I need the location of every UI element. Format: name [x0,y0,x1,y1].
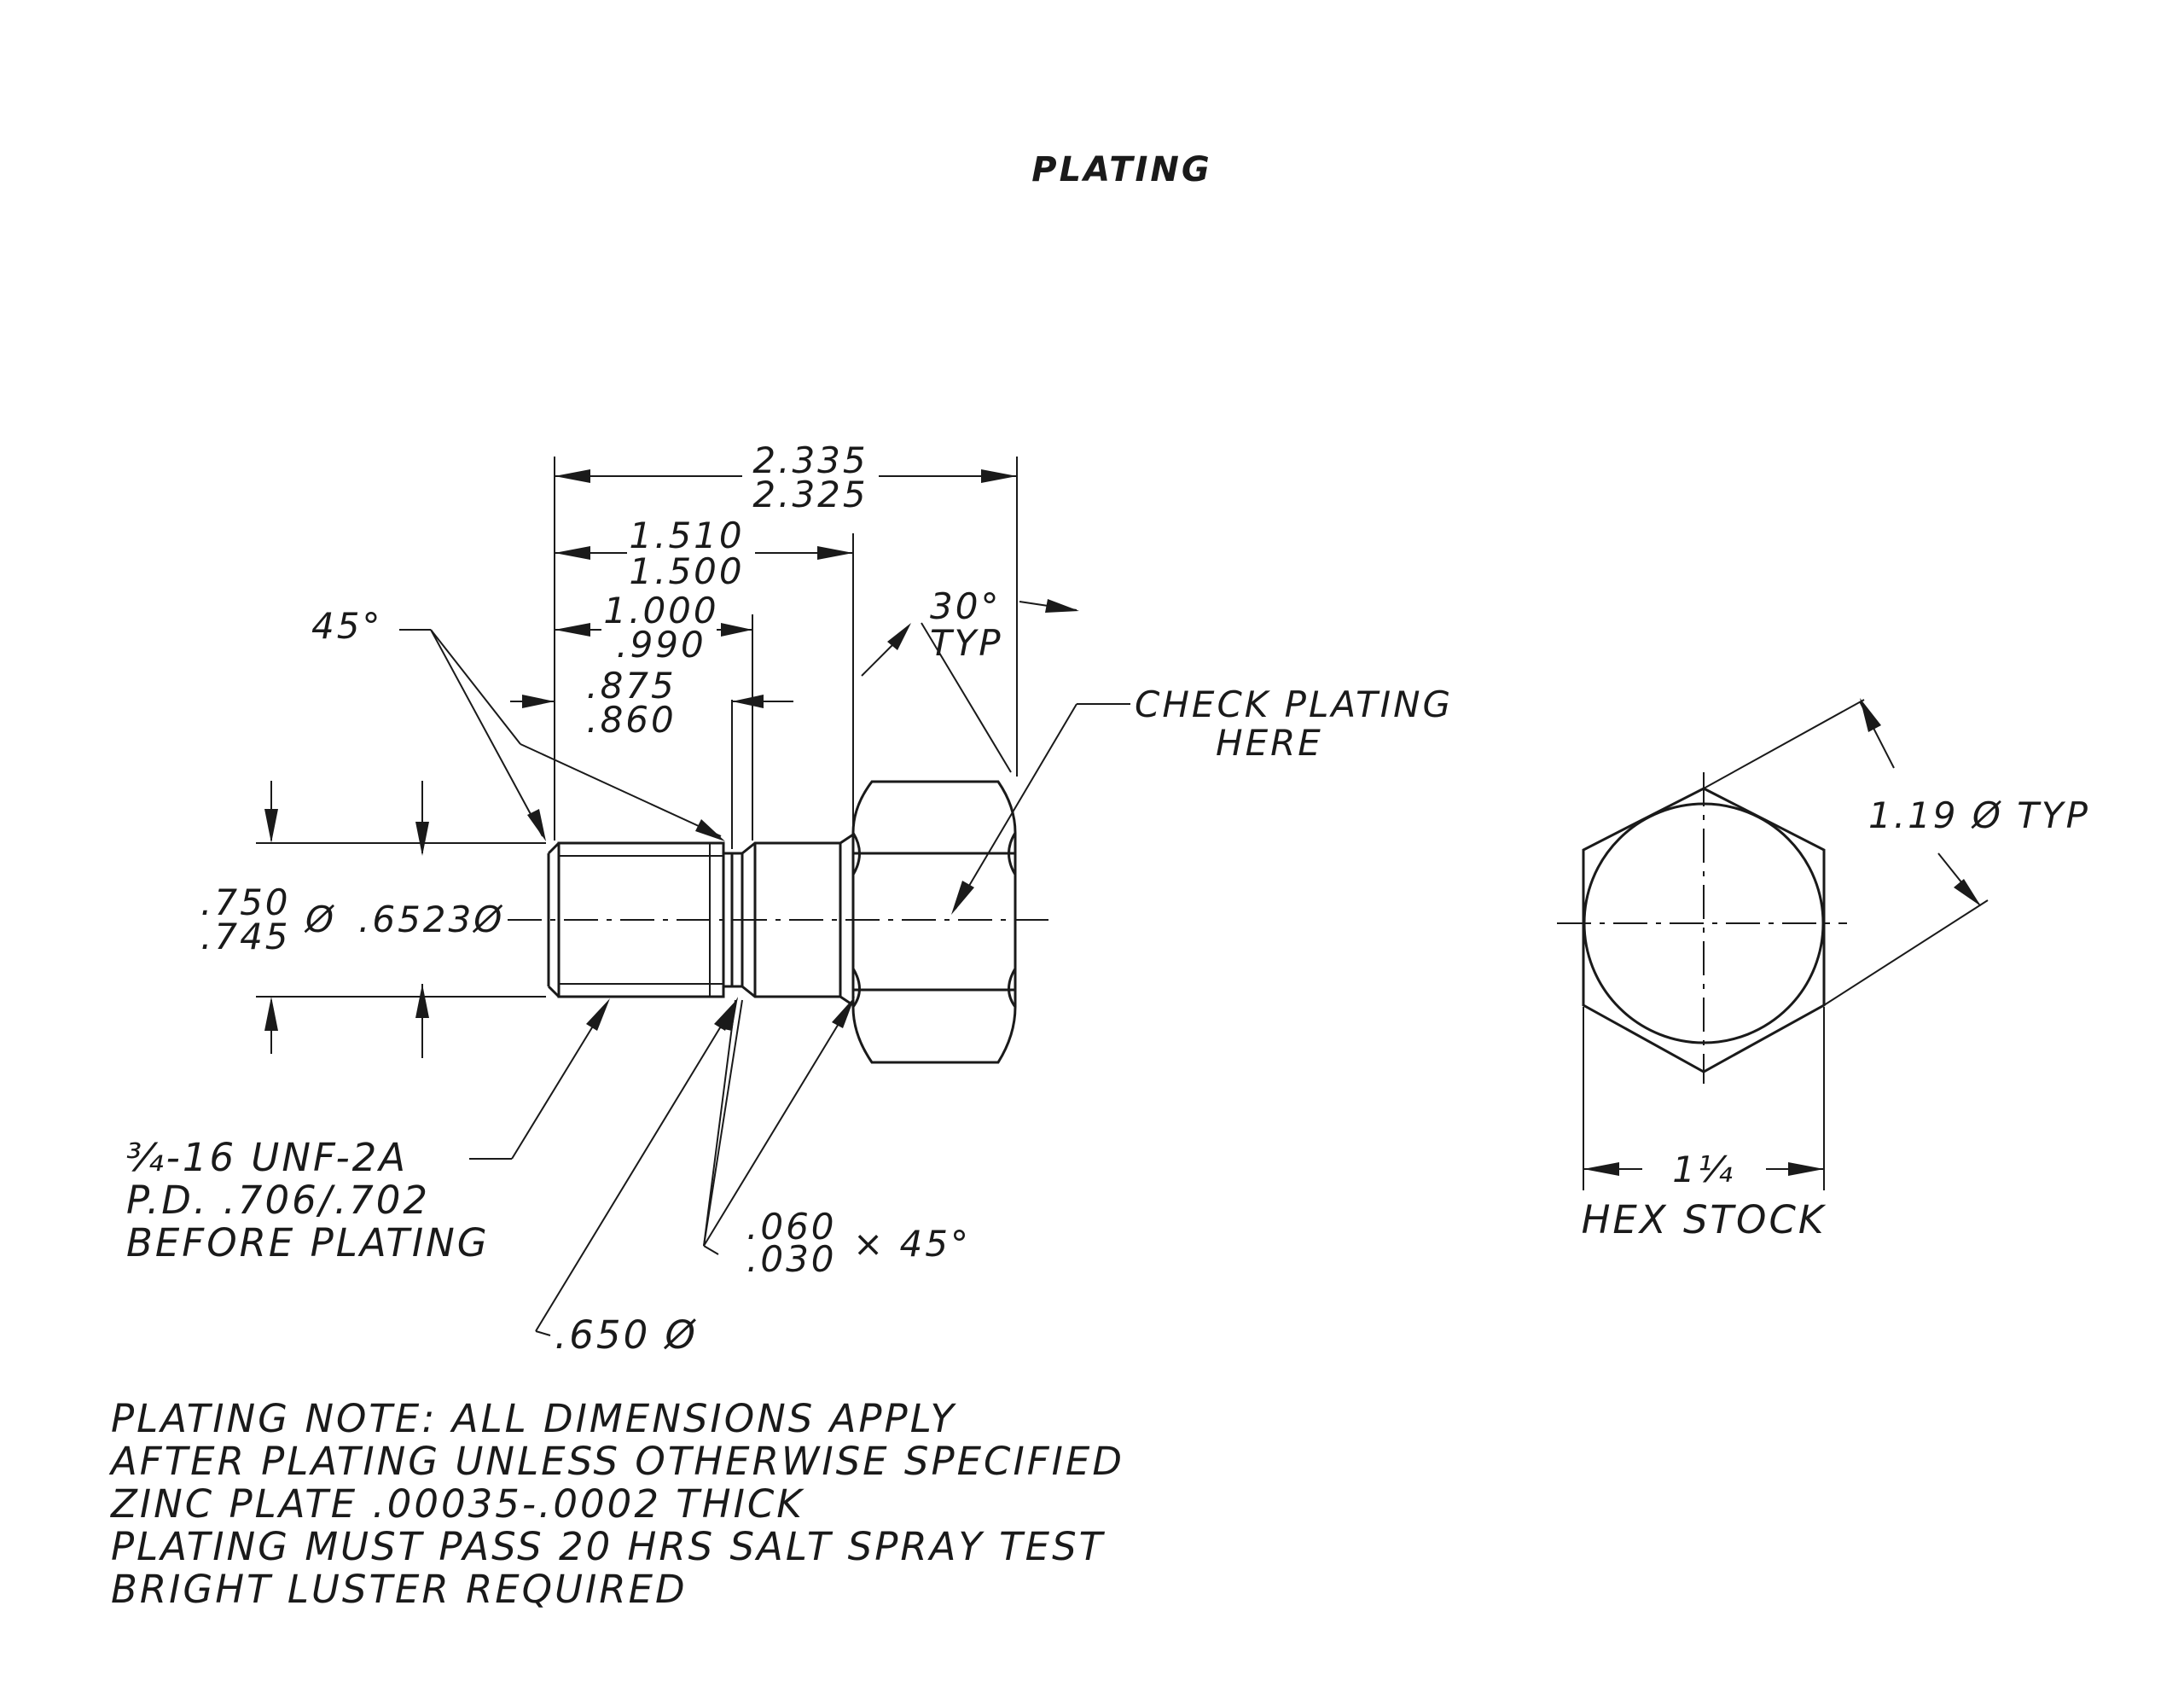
thread-length-max: 1.000 [603,590,718,631]
thread-spec-line1: ¾-16 UNF-2A [126,1135,408,1180]
bolt-side-view: 2.335 2.325 1.510 1.500 1.000 .990 [126,439,1453,1358]
shoulder-length-max: 1.510 [629,515,744,556]
thread-spec-line2: P.D. .706/.702 [126,1178,430,1223]
shoulder-chamfer-angle: × 45° [853,1223,971,1265]
check-plating-line1: CHECK PLATING [1135,684,1453,725]
overall-length-dim: 2.335 2.325 [555,439,1017,515]
plating-note-line3: ZINC PLATE .00035-.0002 THICK [110,1481,804,1527]
across-corners-value: 1.19 Ø TYP [1868,794,2090,836]
hex-stock-label: HEX STOCK [1582,1197,1827,1242]
undercut-diameter-value: .650 Ø [555,1312,698,1358]
thread-spec-callout: ¾-16 UNF-2A P.D. .706/.702 BEFORE PLATIN… [126,998,610,1265]
hex-chamfer-typ: TYP [930,622,1003,664]
chamfer-45-leader: 45° [311,605,725,841]
thread-section [547,841,725,998]
undercut-diameter-callout: .650 Ø [535,998,738,1358]
plating-note: PLATING NOTE: ALL DIMENSIONS APPLY AFTER… [108,1396,1124,1612]
major-diameter-min: .745 [200,916,291,957]
check-plating-line2: HERE [1216,722,1323,764]
shoulder-chamfer-min: .030 [746,1238,837,1280]
shoulder-chamfer-callout: .060 .030 × 45° [703,997,971,1280]
major-diameter-dim: .750 .745 Ø [200,781,336,1054]
major-diameter-max: .750 [200,881,291,923]
extension-lines [256,457,1018,998]
chamfer-45-label: 45° [311,605,382,647]
hex-chamfer-30-dim: 30° TYP [861,585,1079,773]
undercut-length-max: .875 [586,665,677,707]
undercut-length-dim: .875 .860 [510,665,793,741]
overall-length-max: 2.335 [752,439,868,481]
hex-head [851,780,1017,1064]
hex-chamfer-angle: 30° [930,585,1001,627]
plating-note-line2: AFTER PLATING UNLESS OTHERWISE SPECIFIED [108,1439,1124,1484]
shoulder-length-dim: 1.510 1.500 [555,515,853,592]
minor-diameter-dim: .6523Ø [358,781,504,1058]
thread-spec-line3: BEFORE PLATING [126,1220,490,1265]
across-flats-value: 1¼ [1672,1149,1734,1190]
plating-note-line5: BRIGHT LUSTER REQUIRED [111,1567,688,1612]
hex-end-view: 1.19 Ø TYP 1¼ HEX STOCK [1557,698,2090,1242]
check-plating-callout: CHECK PLATING HERE [951,684,1453,915]
major-diameter-symbol: Ø [304,899,336,940]
thread-length-min: .990 [616,624,706,666]
drawing-title: PLATING [1031,150,1211,189]
thread-length-dim: 1.000 .990 [555,590,752,666]
overall-length-min: 2.325 [752,474,868,515]
across-corners-dim: 1.19 Ø TYP [1703,698,2090,1006]
minor-diameter-value: .6523Ø [358,899,504,940]
shoulder-length-min: 1.500 [629,550,744,592]
across-flats-dim: 1¼ HEX STOCK [1582,1007,1827,1242]
plating-note-line4: PLATING MUST PASS 20 HRS SALT SPRAY TEST [111,1524,1106,1569]
shoulder-chamfer-max: .060 [746,1206,837,1248]
undercut-length-min: .860 [586,699,677,741]
plating-note-line1: PLATING NOTE: ALL DIMENSIONS APPLY [111,1396,956,1441]
